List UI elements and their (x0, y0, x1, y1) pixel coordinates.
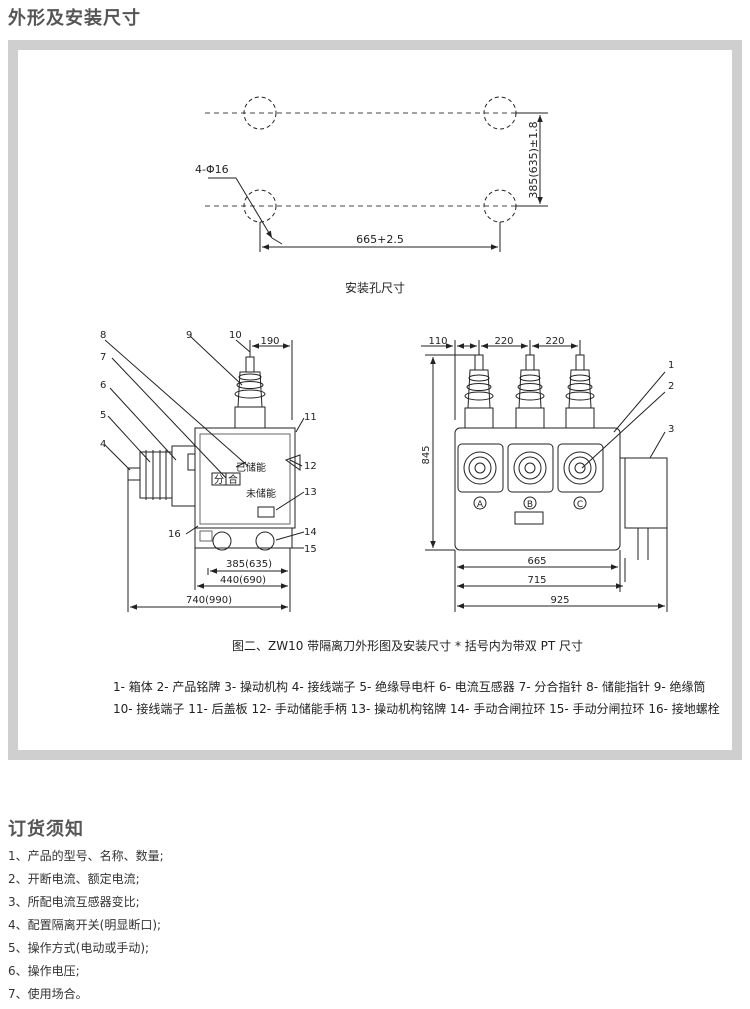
charged-text: 已储能 (236, 461, 266, 474)
order-item: 2、开断电流、额定电流; (8, 872, 140, 886)
order-item: 4、配置隔离开关(明显断口); (8, 918, 162, 932)
label-13: 13 (304, 487, 317, 498)
order-item: 3、所配电流互感器变比; (8, 895, 140, 909)
legend-line-1: 1- 箱体 2- 产品铭牌 3- 操动机构 4- 接线端子 5- 绝缘导电杆 6… (113, 680, 706, 694)
order-list: 1、产品的型号、名称、数量; 2、开断电流、额定电流; 3、所配电流互感器变比;… (8, 848, 164, 1009)
phase-c: C (577, 500, 583, 510)
label-8: 8 (100, 330, 106, 341)
dim-span2: 220 (545, 336, 564, 347)
side-view-drawing: 190 385(635) 440(690) 740(990) 8 9 10 7 … (100, 330, 317, 612)
legend-line-2: 10- 接线端子 11- 后盖板 12- 手动储能手柄 13- 操动机构铭牌 1… (113, 702, 720, 716)
label-12: 12 (304, 461, 317, 472)
phase-b: B (527, 500, 533, 510)
label-6: 6 (100, 380, 106, 391)
mounting-hole-drawing: 4-Φ16 665+2.5 385(635)±1.8 (195, 96, 548, 252)
open-text: 分 (214, 474, 224, 486)
label-15: 15 (304, 544, 317, 555)
section-title-ordering: 订货须知 (8, 819, 84, 840)
label-10: 10 (229, 330, 242, 341)
dim-w2: 715 (527, 575, 546, 586)
section-title-dimensions: 外形及安装尺寸 (8, 8, 141, 29)
dim-top: 190 (260, 336, 279, 347)
horizontal-dim: 665+2.5 (356, 233, 404, 246)
label-7: 7 (100, 352, 106, 363)
drawing-frame (8, 40, 742, 760)
order-item: 6、操作电压; (8, 964, 80, 978)
label-11: 11 (304, 412, 317, 423)
holes-label: 4-Φ16 (195, 163, 229, 176)
front-view-drawing: 665 715 925 110 220 220 845 A B C 1 2 3 (421, 336, 674, 612)
dim-d2: 440(690) (220, 575, 266, 586)
uncharged-text: 未储能 (246, 487, 276, 500)
figure-caption: 图二、ZW10 带隔离刀外形图及安装尺寸 * 括号内为带双 PT 尺寸 (232, 639, 583, 653)
order-item: 7、使用场合。 (8, 987, 88, 1001)
dim-d3: 740(990) (186, 595, 232, 606)
mounting-hole (243, 96, 277, 130)
label-16: 16 (168, 529, 181, 540)
order-item: 5、操作方式(电动或手动); (8, 941, 150, 955)
label-1: 1 (668, 360, 674, 371)
close-text: 合 (228, 473, 238, 486)
mounting-caption: 安装孔尺寸 (345, 281, 406, 295)
label-5: 5 (100, 410, 106, 421)
phase-a: A (477, 500, 484, 510)
dim-w1: 665 (527, 556, 546, 567)
label-14: 14 (304, 527, 317, 538)
order-item: 1、产品的型号、名称、数量; (8, 849, 164, 863)
dim-height: 845 (421, 445, 432, 464)
box-body-front (454, 427, 621, 551)
label-3: 3 (668, 424, 674, 435)
label-9: 9 (186, 330, 192, 341)
dim-w3: 925 (550, 595, 569, 606)
vertical-dim: 385(635)±1.8 (527, 121, 540, 198)
dim-span1: 220 (494, 336, 513, 347)
dim-d1: 385(635) (226, 559, 272, 570)
dim-left: 110 (428, 336, 447, 347)
label-4: 4 (100, 439, 106, 450)
label-2: 2 (668, 381, 674, 392)
box-body (194, 427, 296, 529)
